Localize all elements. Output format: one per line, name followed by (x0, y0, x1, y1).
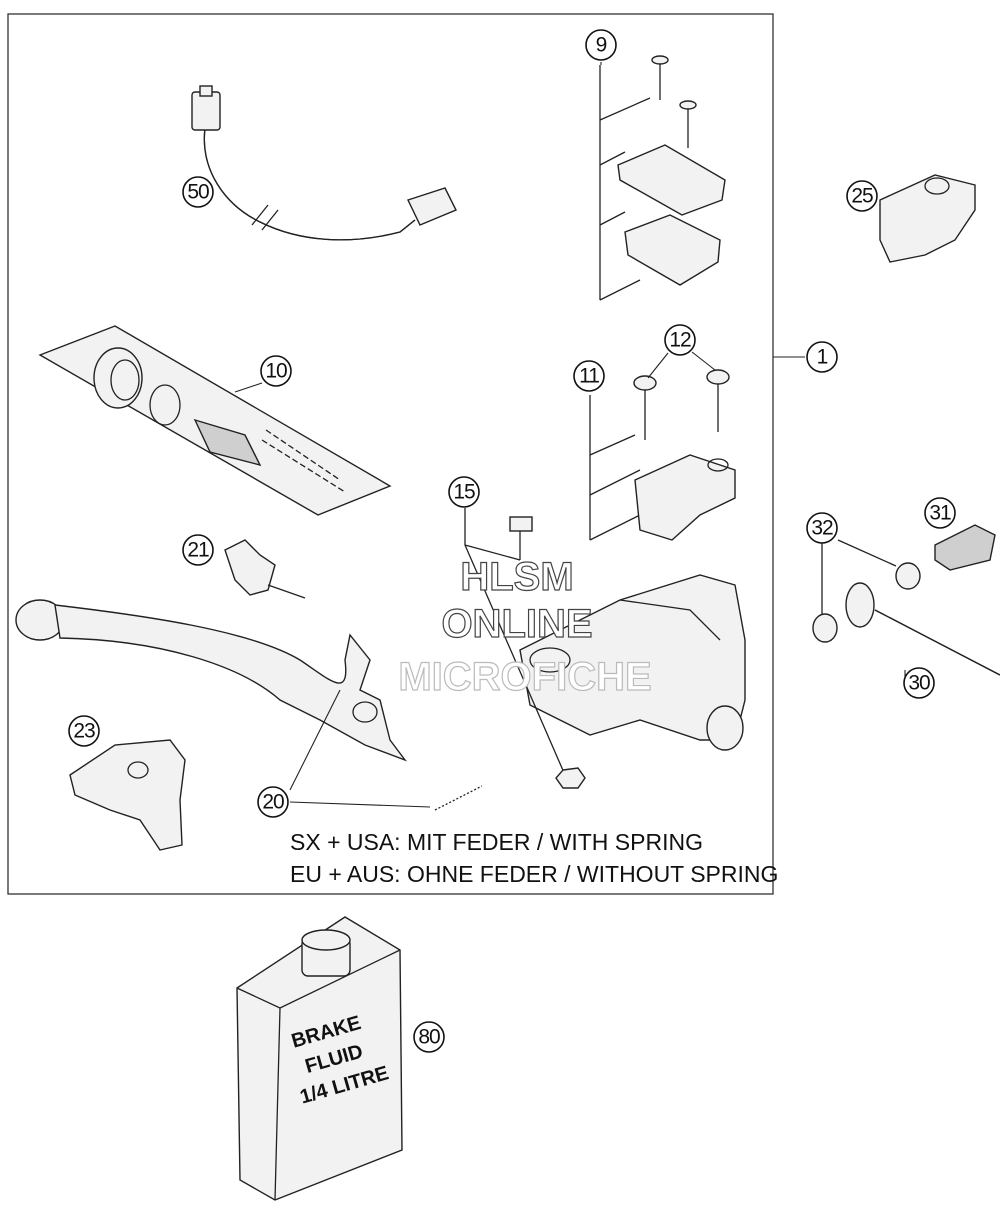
callout-21[interactable]: 21 (182, 534, 214, 566)
callout-25[interactable]: 25 (846, 180, 878, 212)
svg-text:1: 1 (817, 346, 828, 369)
svg-text:20: 20 (262, 791, 284, 814)
callout-9[interactable]: 9 (585, 29, 617, 61)
callout-15[interactable]: 15 (448, 476, 480, 508)
item-10-leader (234, 382, 263, 393)
svg-text:23: 23 (73, 720, 95, 743)
callout-80[interactable]: 80 (413, 1021, 445, 1053)
svg-text:31: 31 (929, 502, 951, 525)
master-cylinder-body (509, 516, 746, 751)
part-9-reservoir-cover (599, 55, 726, 301)
part-15-bolt-nut (464, 508, 586, 789)
callout-20[interactable]: 20 (257, 786, 289, 818)
part-30-31-32-brake-line (812, 524, 1000, 676)
assembly-frame (7, 13, 774, 895)
note-with-spring: SX + USA: MIT FEDER / WITH SPRING (290, 829, 703, 855)
watermark-line2: ONLINE (441, 602, 592, 646)
part-20-lever (15, 599, 407, 762)
part-80-brake-fluid-can (236, 916, 403, 1201)
svg-text:12: 12 (669, 329, 691, 352)
part-20-spring (289, 689, 483, 811)
callout-11[interactable]: 11 (573, 360, 605, 392)
note-without-spring: EU + AUS: OHNE FEDER / WITHOUT SPRING (290, 861, 778, 887)
part-11-12-clamp-bolts (589, 369, 736, 541)
svg-text:15: 15 (453, 481, 475, 504)
callout-12[interactable]: 12 (664, 324, 696, 356)
part-10-repair-kit (38, 325, 392, 516)
svg-text:50: 50 (187, 181, 209, 204)
svg-text:32: 32 (811, 517, 833, 540)
callout-1[interactable]: 1 (806, 341, 838, 373)
svg-text:30: 30 (908, 672, 930, 695)
svg-text:9: 9 (596, 34, 607, 57)
callout-23[interactable]: 23 (68, 715, 100, 747)
svg-text:25: 25 (851, 185, 873, 208)
watermark-line3: MICROFICHE (398, 655, 651, 699)
part-23-lever-guard (69, 739, 186, 851)
part-50-cable (191, 85, 457, 241)
callout-50[interactable]: 50 (182, 176, 214, 208)
svg-text:80: 80 (418, 1026, 440, 1049)
watermark-line1: HLSM (460, 555, 573, 599)
part-25-clamp (879, 174, 976, 263)
svg-text:10: 10 (265, 360, 287, 383)
callout-10[interactable]: 10 (260, 355, 292, 387)
callout-32[interactable]: 32 (806, 512, 838, 544)
part-21-adjuster (224, 539, 306, 599)
callout-30[interactable]: 30 (903, 667, 935, 699)
svg-text:21: 21 (187, 539, 209, 562)
callout-31[interactable]: 31 (924, 497, 956, 529)
item-12-leader (647, 351, 716, 379)
svg-text:11: 11 (579, 365, 599, 388)
